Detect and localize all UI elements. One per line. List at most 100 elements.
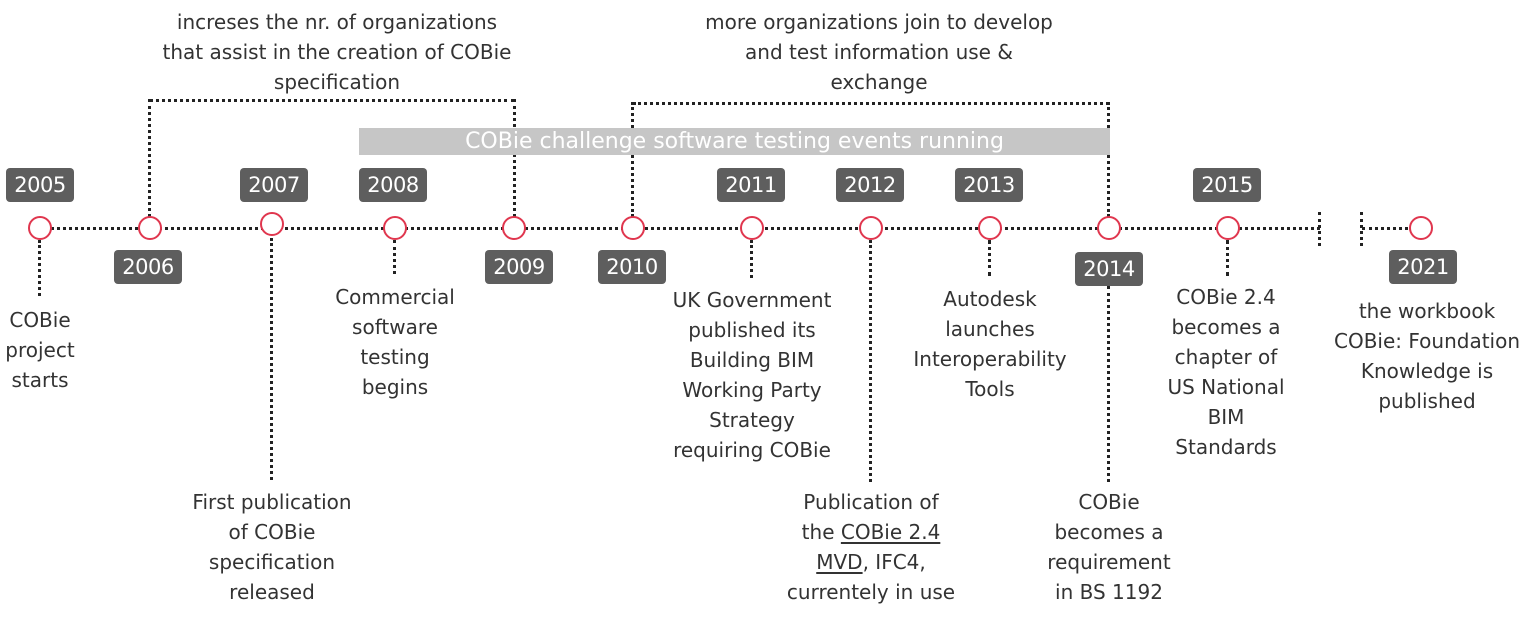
milestone-text-2012: Publication of the COBie 2.4 MVD, IFC4, … (787, 487, 955, 607)
year-badge-2013: 2013 (955, 168, 1023, 202)
milestone-line: requirement (1047, 550, 1171, 574)
timeline-node-2006 (138, 216, 162, 240)
connector-2007 (270, 238, 273, 480)
year-badge-2005: 2005 (6, 168, 74, 202)
caption-line: exchange (830, 70, 928, 94)
milestone-line: First publication (192, 490, 352, 514)
year-badge-2009: 2009 (485, 250, 553, 284)
bracket-2006-2009-right (513, 99, 516, 217)
milestone-line: Publication of (803, 490, 939, 514)
connector-2014 (1107, 286, 1110, 482)
timeline-node-2013 (978, 216, 1002, 240)
timeline-break-right (1360, 212, 1363, 246)
milestone-line-underlined: the COBie 2.4 (801, 520, 941, 544)
caption-line: that assist in the creation of COBie (162, 40, 512, 64)
milestone-line: in BS 1192 (1055, 580, 1163, 604)
milestone-text-2008: Commercial software testing begins (335, 282, 455, 402)
caption-line: specification (273, 70, 401, 94)
milestone-line: testing (360, 345, 430, 369)
milestone-text-2005: COBie project starts (5, 305, 74, 395)
timeline-node-2005 (28, 216, 52, 240)
bracket-2006-2009-left (148, 99, 151, 217)
year-badge-2012: 2012 (836, 168, 904, 202)
milestone-line: currentely in use (786, 580, 956, 604)
milestone-line: Strategy (709, 408, 795, 432)
timeline-node-2012 (859, 216, 883, 240)
caption-line: more organizations join to develop (705, 10, 1053, 34)
year-badge-2010: 2010 (598, 250, 666, 284)
milestone-text-2015: COBie 2.4 becomes a chapter of US Nation… (1167, 282, 1284, 462)
milestone-line: project (5, 338, 75, 362)
timeline-node-2015 (1216, 216, 1240, 240)
connector-2013 (988, 240, 991, 276)
timeline-node-2009 (502, 216, 526, 240)
timeline-break-left (1318, 212, 1321, 246)
milestone-line: starts (11, 368, 69, 392)
year-badge-2008: 2008 (359, 168, 427, 202)
milestone-line: begins (361, 375, 429, 399)
bracket-2010-2014-top (633, 102, 1109, 105)
bracket-2010-2014-right (1107, 102, 1110, 217)
caption-line: and test information use & (745, 40, 1013, 64)
milestone-text-2021: the workbook COBie: Foundation Knowledge… (1334, 296, 1520, 416)
milestone-line: COBie (9, 308, 71, 332)
milestone-text-2014: COBie becomes a requirement in BS 1192 (1047, 487, 1170, 607)
milestone-line: Standards (1175, 435, 1277, 459)
milestone-line: Working Party (682, 378, 822, 402)
year-badge-2007: 2007 (240, 168, 308, 202)
bracket-caption-2010-2014: more organizations join to develop and t… (705, 7, 1053, 97)
year-badge-2014: 2014 (1075, 252, 1143, 286)
connector-2008 (393, 240, 396, 274)
milestone-line: software (352, 315, 438, 339)
milestone-line-underlined: MVD, IFC4, (816, 550, 926, 574)
milestone-line: chapter of (1174, 345, 1278, 369)
milestone-line: published (1378, 389, 1476, 413)
milestone-line: Autodesk (943, 287, 1037, 311)
milestone-line: Tools (965, 377, 1015, 401)
caption-line: increses the nr. of organizations (176, 10, 498, 34)
bracket-caption-2006-2009: increses the nr. of organizations that a… (163, 7, 512, 97)
timeline-node-2008 (383, 216, 407, 240)
cobie-mvd-link-part2: MVD (816, 550, 863, 574)
timeline-node-2011 (740, 216, 764, 240)
milestone-line: US National (1167, 375, 1285, 399)
milestone-line: requiring COBie (673, 438, 831, 462)
milestone-line: COBie (1078, 490, 1140, 514)
milestone-line: COBie: Foundation (1333, 329, 1521, 353)
milestone-line: Knowledge is (1360, 359, 1494, 383)
milestone-line: BIM (1207, 405, 1245, 429)
year-badge-2015: 2015 (1193, 168, 1261, 202)
milestone-line: Interoperability (913, 347, 1067, 371)
milestone-line: launches (945, 317, 1035, 341)
bracket-2006-2009-top (149, 99, 515, 102)
connector-2005 (38, 240, 41, 296)
cobie-mvd-link-part1: COBie 2.4 (840, 520, 941, 544)
timeline-node-2014 (1097, 216, 1121, 240)
year-badge-2021: 2021 (1389, 250, 1457, 284)
timeline-node-2021 (1409, 216, 1433, 240)
timeline-node-2010 (621, 216, 645, 240)
milestone-text-2013: Autodesk launches Interoperability Tools (913, 284, 1066, 404)
milestone-line: published its (688, 318, 816, 342)
milestone-line: of COBie (228, 520, 316, 544)
milestone-text-2011: UK Government published its Building BIM… (673, 285, 832, 465)
bracket-2010-2014-left (631, 102, 634, 217)
milestone-line: specification (208, 550, 336, 574)
connector-2011 (750, 240, 753, 278)
year-badge-2011: 2011 (717, 168, 785, 202)
milestone-line: becomes a (1171, 315, 1281, 339)
milestone-line: UK Government (672, 288, 832, 312)
milestone-line: COBie 2.4 (1176, 285, 1276, 309)
milestone-line: released (229, 580, 315, 604)
timeline-axis (40, 227, 1320, 230)
milestone-line: the workbook (1358, 299, 1496, 323)
year-badge-2006: 2006 (114, 250, 182, 284)
milestone-line: Commercial (335, 285, 455, 309)
milestone-line: Building BIM (689, 348, 815, 372)
timeline-axis-extension (1362, 227, 1420, 230)
milestone-line: becomes a (1054, 520, 1164, 544)
milestone-text-2007: First publication of COBie specification… (192, 487, 351, 607)
connector-2012 (869, 240, 872, 482)
connector-2015 (1226, 240, 1229, 276)
